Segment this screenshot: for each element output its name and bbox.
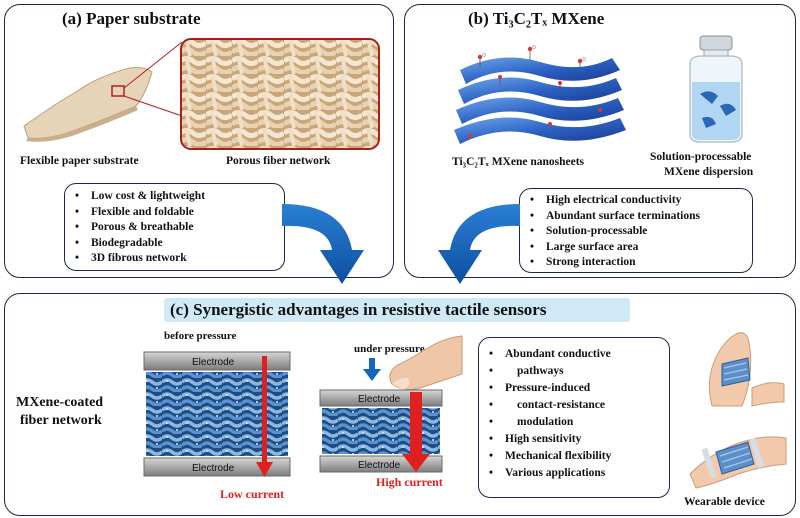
electrode-label-top: Electrode xyxy=(358,394,401,405)
low-current-label: Low current xyxy=(220,487,285,501)
paper-feature-item: Biodegradable xyxy=(65,236,284,252)
network-label-line1: MXene-coated xyxy=(16,395,104,410)
flow-arrow-b-to-c xyxy=(438,204,520,284)
sensor-before-pressure: Electrode Electrode xyxy=(143,351,291,477)
paper-feature-item: Low cost & lightweight xyxy=(65,189,284,205)
network-label-line2: fiber network xyxy=(20,413,102,428)
flexible-paper-caption: Flexible paper substrate xyxy=(20,155,139,167)
flow-arrow-a-to-c xyxy=(282,204,364,284)
mxene-feature-item: High electrical conductivity xyxy=(520,193,752,209)
paper-feature-item: 3D fibrous network xyxy=(65,251,284,267)
porous-fiber-caption: Porous fiber network xyxy=(226,155,331,167)
mxene-dispersion-vial-image xyxy=(689,35,743,143)
synergy-feature-item-continued: modulation xyxy=(479,414,669,431)
sensor-under-pressure: Electrode Electrode xyxy=(319,389,443,473)
synergy-feature-item: Abundant conductive xyxy=(479,346,669,363)
paper-sheet-image xyxy=(23,67,153,142)
mxene-feature-item: Large surface area xyxy=(520,240,752,256)
wearable-device-label: Wearable device xyxy=(684,496,765,508)
synergy-feature-item-continued: contact-resistance xyxy=(479,397,669,414)
panel-a-title: (a) Paper substrate xyxy=(62,9,201,28)
synergy-features-box: Abundant conductive pathways Pressure-in… xyxy=(478,337,670,498)
synergy-feature-item-continued: pathways xyxy=(479,363,669,380)
paper-features-box: Low cost & lightweight Flexible and fold… xyxy=(64,183,285,271)
high-current-label: High current xyxy=(376,475,443,489)
wearable-finger-top-image xyxy=(708,332,785,407)
before-pressure-label: before pressure xyxy=(164,330,237,342)
zoom-connector-lines xyxy=(123,41,183,117)
synergy-feature-item: High sensitivity xyxy=(479,431,669,448)
synergy-feature-item: Mechanical flexibility xyxy=(479,448,669,465)
pressure-down-arrow xyxy=(363,358,381,381)
panel-b-title: (b) Ti₃C₂Tₓ MXene xyxy=(468,9,605,28)
electrode-label-bottom: Electrode xyxy=(358,460,401,471)
mxene-nanosheets-image xyxy=(454,45,626,144)
mxene-feature-item: Abundant surface terminations xyxy=(520,209,752,225)
panel-c-title-highlight xyxy=(164,298,630,322)
electrode-label-bottom: Electrode xyxy=(192,463,235,474)
mxene-feature-item: Strong interaction xyxy=(520,255,752,271)
mxene-dispersion-caption-line1: Solution-processable xyxy=(650,151,752,163)
mxene-nanosheets-caption: Ti₃C₂Tₓ MXene nanosheets xyxy=(452,156,585,168)
wearable-finger-bottom-image xyxy=(689,436,787,489)
mxene-features-box: High electrical conductivity Abundant su… xyxy=(519,188,753,273)
finger-pressing xyxy=(389,335,463,390)
paper-feature-item: Porous & breathable xyxy=(65,220,284,236)
panel-c-title: (c) Synergistic advantages in resistive … xyxy=(170,300,547,319)
mxene-feature-item: Solution-processable xyxy=(520,224,752,240)
paper-feature-item: Flexible and foldable xyxy=(65,205,284,221)
under-pressure-label: under pressure xyxy=(354,343,425,355)
mxene-dispersion-caption-line2: MXene dispersion xyxy=(664,166,754,178)
synergy-feature-item: Various applications xyxy=(479,465,669,482)
synergy-feature-item: Pressure-induced xyxy=(479,380,669,397)
electrode-label-top: Electrode xyxy=(192,357,235,368)
porous-fiber-network-image xyxy=(180,38,380,150)
